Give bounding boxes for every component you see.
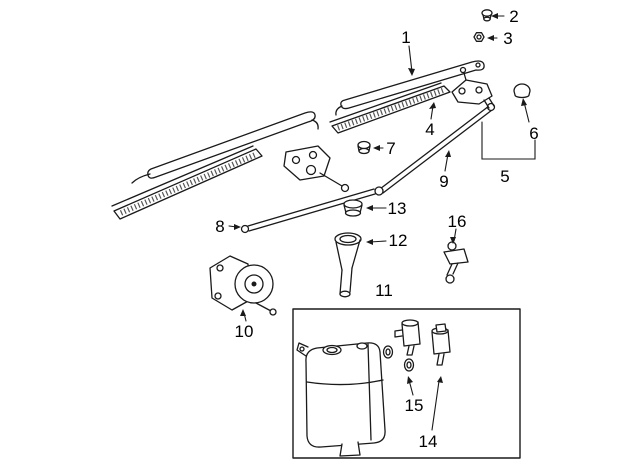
wiper-arm-left-icon (131, 111, 319, 184)
pivot-cap-icon (513, 83, 531, 99)
callout-13: 13 (388, 199, 407, 218)
linkage-rod-9-icon (374, 102, 496, 196)
hex-nut-icon (473, 32, 485, 42)
washer-reservoir-icon (296, 342, 386, 457)
callout-2: 2 (509, 7, 518, 26)
callout-4: 4 (425, 120, 434, 139)
callout-labels: 1 2 3 4 5 6 7 8 9 10 11 12 13 14 15 16 (215, 7, 538, 451)
callout-6: 6 (529, 124, 538, 143)
grommet-icon (357, 140, 371, 155)
callout-11: 11 (375, 281, 393, 300)
callout-14: 14 (419, 432, 438, 451)
reservoir-group-box (292, 308, 521, 459)
filler-neck-icon (334, 232, 362, 298)
reservoir-cap-icon (343, 199, 363, 217)
callout-9: 9 (439, 172, 448, 191)
callout-15: 15 (405, 396, 424, 415)
wiper-motor-icon (209, 255, 277, 316)
callout-16: 16 (448, 212, 467, 231)
callout-5: 5 (500, 167, 509, 186)
pivot-assembly-icon (451, 66, 495, 109)
callout-8: 8 (215, 217, 224, 236)
callout-12: 12 (389, 231, 408, 250)
wiper-arm-right-icon (335, 60, 485, 116)
callout-3: 3 (503, 29, 512, 48)
wiper-blade-left-icon (111, 145, 263, 220)
wiper-blade-right-icon (329, 82, 451, 134)
cap-nut-icon (481, 9, 493, 22)
washer-nozzle-icon (443, 241, 469, 284)
arrowheads (234, 13, 527, 384)
bracket-5-line (481, 121, 536, 160)
washer-pump-icons (382, 319, 451, 372)
diagram-artwork (111, 9, 531, 459)
callout-10: 10 (235, 322, 254, 341)
callout-7: 7 (386, 139, 395, 158)
callout-1: 1 (401, 28, 410, 47)
pivot-bracket-icon (283, 145, 350, 193)
